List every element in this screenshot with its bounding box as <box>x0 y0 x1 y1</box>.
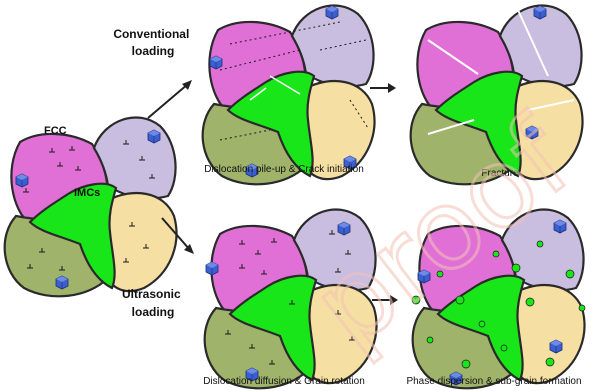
arrow-to-fracture-icon <box>370 83 396 93</box>
cube-icon <box>56 276 68 289</box>
arrow-to-conventional-icon <box>148 80 192 118</box>
cube-icon <box>550 340 562 353</box>
initial-microstructure <box>5 117 177 296</box>
cube-icon <box>210 56 222 69</box>
ultrasonic-loading-label: Ultrasonic loading <box>122 287 184 319</box>
cube-icon <box>16 174 28 187</box>
imcs-label: IMCs <box>74 187 100 199</box>
cube-icon <box>148 130 160 143</box>
cube-icon <box>206 262 218 275</box>
pileup-caption: Dislocation pile-up & Crack initiation <box>204 164 364 175</box>
dispersion-caption: Phase dispersion & sub-grain formation <box>406 376 581 387</box>
cube-icon <box>534 6 546 19</box>
fcc-label: FCC <box>44 125 67 137</box>
diffusion-caption: Dislocation diffusion & Grain rotation <box>203 376 365 387</box>
pileup-microstructure <box>203 5 375 184</box>
conventional-loading-label: Conventional loading <box>113 27 192 58</box>
cube-icon <box>326 6 338 19</box>
